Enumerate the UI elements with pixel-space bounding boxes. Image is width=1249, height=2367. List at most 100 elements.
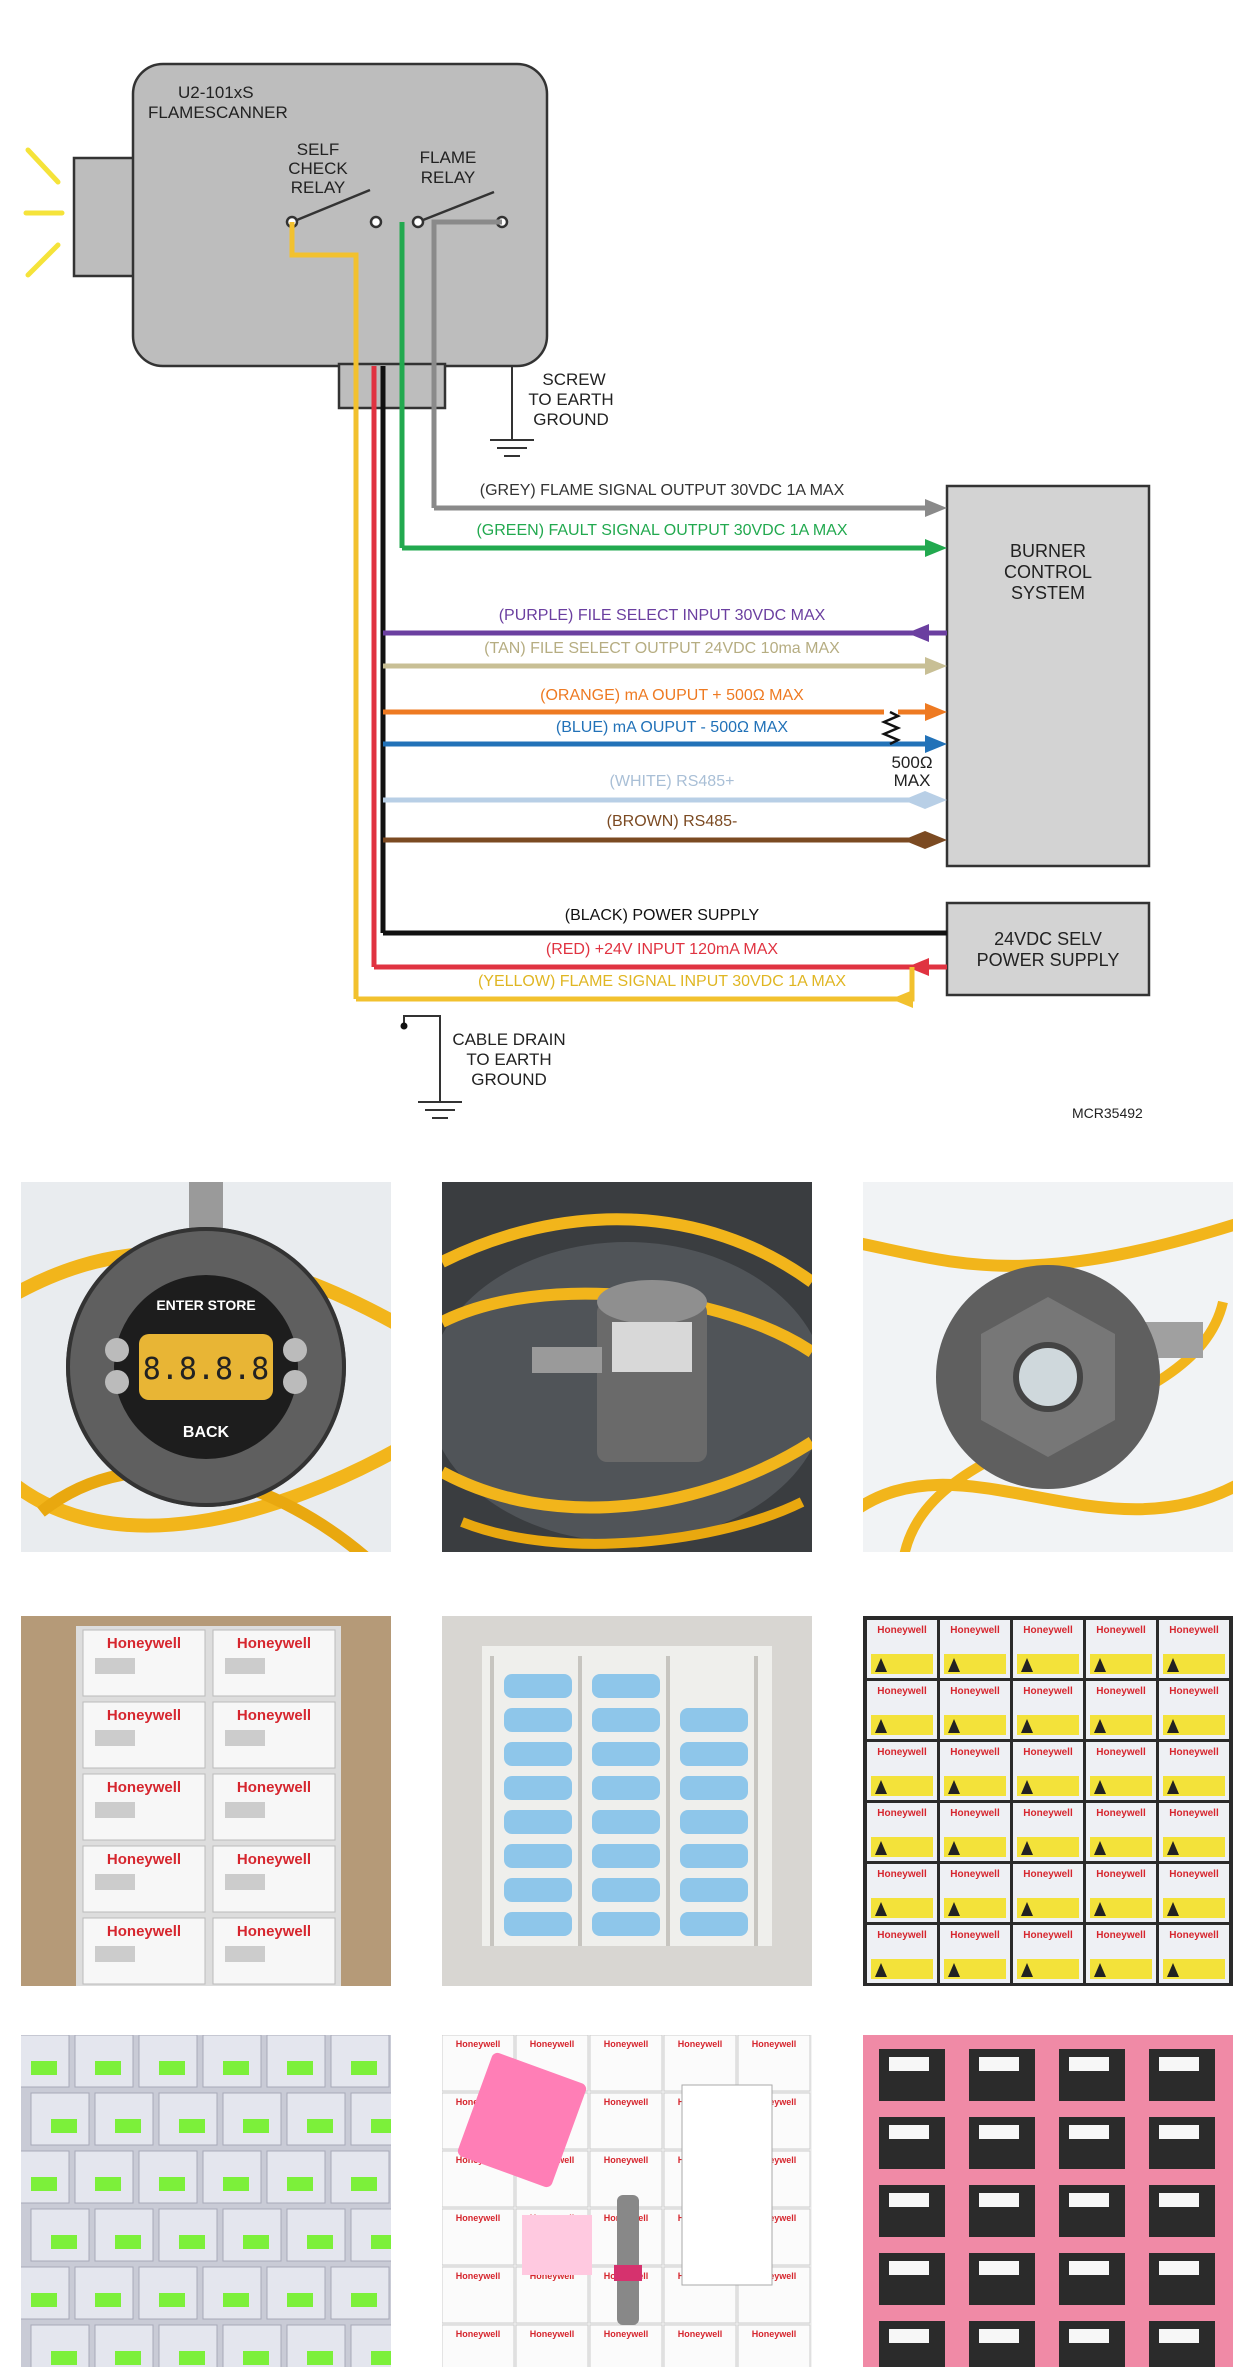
honeywell-label-brand: Honeywell (950, 1686, 1000, 1697)
svg-text:500Ω: 500Ω (891, 753, 932, 772)
honeywell-label-brand: Honeywell (1096, 1686, 1146, 1697)
svg-text:TO EARTH: TO EARTH (466, 1050, 551, 1069)
honeywell-label-brand: Honeywell (877, 1747, 927, 1758)
screw-ground-label: SCREW TO EARTH GROUND (528, 370, 613, 429)
wire-arrow-right-3 (925, 657, 947, 675)
honeywell-box-brand: Honeywell (752, 2329, 797, 2339)
honeywell-box-brand: Honeywell (456, 2329, 501, 2339)
photo-scanner-front: 8.8.8.8 ENTER STORE BACK (21, 1182, 391, 1552)
wiring-diagram: U2-101xS FLAMESCANNER SELF CHECK RELAY F… (23, 62, 1151, 1121)
wire-arrow-right-6 (925, 791, 947, 809)
wire-label-10: (YELLOW) FLAME SIGNAL INPUT 30VDC 1A MAX (478, 973, 846, 990)
honeywell-brand-label: Honeywell (107, 1923, 181, 1940)
burner-control-system-box (945, 484, 1151, 868)
photo-1-enter-label: ENTER STORE (156, 1297, 255, 1313)
svg-text:CONTROL: CONTROL (1004, 562, 1092, 582)
honeywell-label-brand: Honeywell (1169, 1747, 1219, 1758)
svg-text:RELAY: RELAY (291, 178, 346, 197)
honeywell-box-brand: Honeywell (530, 2039, 575, 2049)
svg-text:GROUND: GROUND (533, 410, 609, 429)
svg-text:MAX: MAX (894, 771, 931, 790)
self-check-relay-switch (285, 188, 383, 229)
wire-label-2: (PURPLE) FILE SELECT INPUT 30VDC MAX (499, 607, 826, 624)
honeywell-brand-label: Honeywell (237, 1779, 311, 1796)
honeywell-brand-label: Honeywell (237, 1635, 311, 1652)
honeywell-brand-label: Honeywell (107, 1851, 181, 1868)
honeywell-label-brand: Honeywell (877, 1808, 927, 1819)
honeywell-box-brand: Honeywell (752, 2097, 797, 2107)
cable-drain (403, 1015, 462, 1119)
flame-relay-label: FLAME RELAY (420, 148, 477, 187)
svg-text:SYSTEM: SYSTEM (1011, 583, 1085, 603)
scanner-title-1: U2-101xS (178, 83, 254, 102)
photo-1-back-label: BACK (183, 1424, 230, 1441)
honeywell-box-brand: Honeywell (604, 2039, 649, 2049)
svg-text:SELF: SELF (297, 140, 340, 159)
honeywell-brand-label: Honeywell (237, 1851, 311, 1868)
honeywell-label-brand: Honeywell (1023, 1869, 1073, 1880)
honeywell-label-brand: Honeywell (950, 1808, 1000, 1819)
self-check-relay-label: SELF CHECK RELAY (288, 140, 348, 197)
honeywell-label-brand: Honeywell (1169, 1808, 1219, 1819)
honeywell-brand-label: Honeywell (107, 1707, 181, 1724)
honeywell-brand-label: Honeywell (237, 1707, 311, 1724)
honeywell-label-brand: Honeywell (950, 1869, 1000, 1880)
svg-text:SCREW: SCREW (542, 370, 605, 389)
svg-text:BURNER: BURNER (1010, 541, 1086, 561)
wire-label-0: (GREY) FLAME SIGNAL OUTPUT 30VDC 1A MAX (480, 482, 845, 499)
photo-blue-sensor-box (442, 1616, 812, 1986)
honeywell-label-brand: Honeywell (1169, 1686, 1219, 1697)
wire-arrow-right-0 (925, 499, 947, 517)
honeywell-box-brand: Honeywell (530, 2271, 575, 2281)
wire-arrow-right-4 (925, 703, 947, 721)
honeywell-label-brand: Honeywell (1169, 1625, 1219, 1636)
honeywell-box-brand: Honeywell (604, 2155, 649, 2165)
honeywell-label-brand: Honeywell (1169, 1869, 1219, 1880)
cable-drain-terminal (400, 1022, 408, 1030)
ground-symbol-icon (490, 439, 534, 457)
wire-label-5: (BLUE) mA OUPUT - 500Ω MAX (556, 719, 788, 736)
scanner-lens (72, 156, 138, 278)
svg-text:GROUND: GROUND (471, 1070, 547, 1089)
honeywell-box-brand: Honeywell (456, 2213, 501, 2223)
honeywell-brand-label: Honeywell (107, 1779, 181, 1796)
diagram-code: MCR35492 (1072, 1105, 1143, 1121)
honeywell-label-brand: Honeywell (1096, 1930, 1146, 1941)
honeywell-box-brand: Honeywell (530, 2329, 575, 2339)
wire-arrow-left-7 (903, 831, 925, 849)
wire-label-6: (WHITE) RS485+ (610, 773, 735, 790)
wire-arrow-right-5 (925, 735, 947, 753)
honeywell-label-brand: Honeywell (950, 1625, 1000, 1636)
honeywell-label-brand: Honeywell (1096, 1869, 1146, 1880)
cable-drain-label: CABLE DRAIN TO EARTH GROUND (452, 1030, 565, 1089)
honeywell-box-brand: Honeywell (752, 2155, 797, 2165)
honeywell-label-brand: Honeywell (877, 1869, 927, 1880)
wire-arrow-right-1 (925, 539, 947, 557)
svg-text:24VDC SELV: 24VDC SELV (994, 929, 1102, 949)
wire-label-3: (TAN) FILE SELECT OUTPUT 24VDC 10ma MAX (484, 640, 840, 657)
honeywell-box-brand: Honeywell (678, 2039, 723, 2049)
wire-label-7: (BROWN) RS485- (607, 813, 738, 830)
wire-label-4: (ORANGE) mA OUPUT + 500Ω MAX (540, 687, 804, 704)
resistor-symbol-icon (880, 710, 902, 746)
wire-arrow-left-6 (903, 791, 925, 809)
honeywell-box-brand: Honeywell (604, 2097, 649, 2107)
power-supply-label: 24VDC SELV POWER SUPPLY (977, 929, 1120, 970)
power-supply-box (945, 901, 1151, 997)
honeywell-label-brand: Honeywell (1023, 1930, 1073, 1941)
honeywell-label-brand: Honeywell (1023, 1747, 1073, 1758)
honeywell-box-brand: Honeywell (752, 2271, 797, 2281)
honeywell-label-brand: Honeywell (877, 1930, 927, 1941)
honeywell-label-brand: Honeywell (950, 1747, 1000, 1758)
wire-arrow-left-2 (907, 624, 929, 642)
honeywell-label-brand: Honeywell (950, 1930, 1000, 1941)
wire-group: (GREY) FLAME SIGNAL OUTPUT 30VDC 1A MAX (… (289, 219, 947, 1008)
honeywell-box-brand: Honeywell (752, 2039, 797, 2049)
honeywell-label-brand: Honeywell (1096, 1808, 1146, 1819)
honeywell-label-brand: Honeywell (1023, 1808, 1073, 1819)
light-rays-icon (23, 147, 65, 278)
svg-text:CABLE DRAIN: CABLE DRAIN (452, 1030, 565, 1049)
